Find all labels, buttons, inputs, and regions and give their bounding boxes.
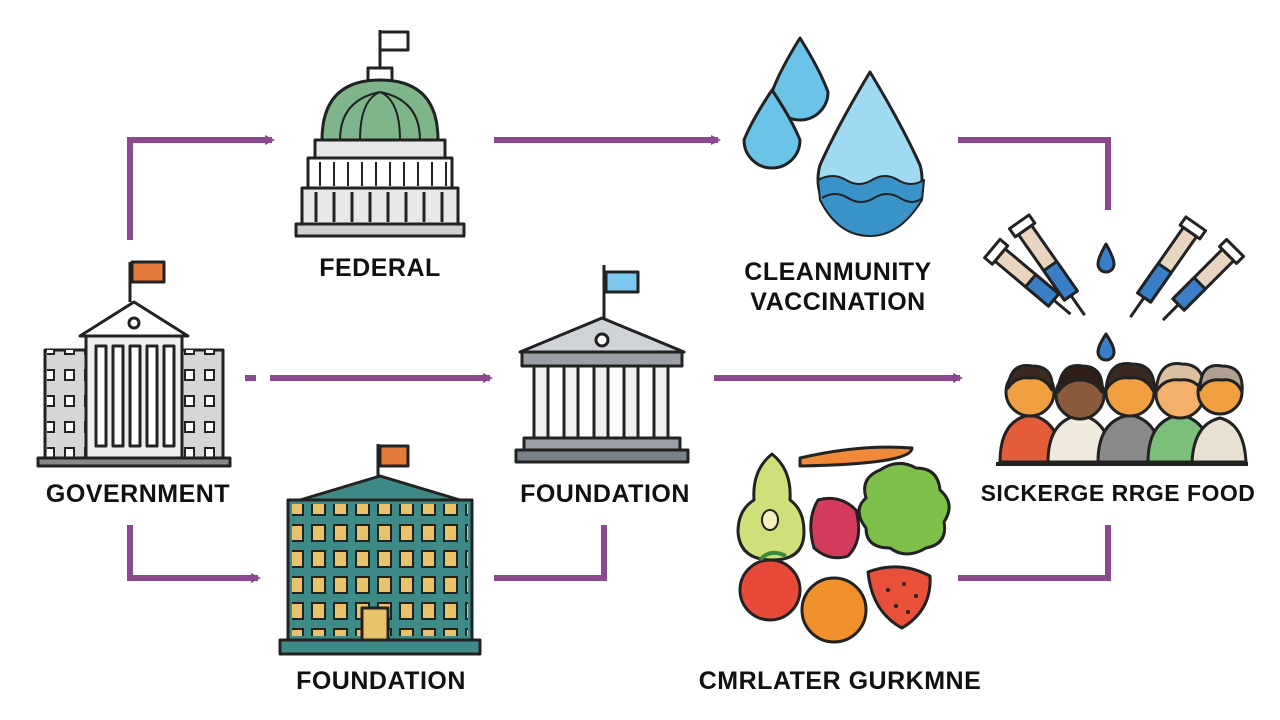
label-foundation-bottom: FOUNDATION: [296, 667, 466, 695]
connector-vaccination-to-syringes: [958, 137, 1111, 210]
connector-produce-to-community: [958, 525, 1111, 581]
label-vaccination-line2: VACCINATION: [750, 288, 926, 316]
produce-icon: [736, 445, 951, 644]
water-drops-icon: [742, 36, 925, 237]
capitol-dome-icon: [294, 30, 466, 238]
connectors: [127, 135, 1111, 583]
arrow-government-to-federal: [127, 135, 275, 240]
label-foundation-center: FOUNDATION: [520, 480, 690, 508]
label-community-food: SICKERGE RRGE FOOD: [980, 480, 1256, 506]
label-government: GOVERNMENT: [45, 480, 231, 508]
label-federal: FEDERAL: [319, 254, 441, 282]
community-people-icon: [996, 362, 1248, 466]
foundation-temple-icon: [514, 265, 690, 464]
foundation-office-building-icon: [278, 444, 482, 656]
vaccine-syringes-icon: [983, 213, 1246, 362]
label-vaccination-line1: CLEANMUNITY: [744, 258, 932, 286]
government-building-icon: [36, 260, 232, 468]
arrow-government-to-foundation-bottom: [127, 525, 261, 583]
connector-foundation-bottom-to-foundation: [494, 525, 607, 581]
label-produce: CMRLATER GURKMNE: [698, 667, 982, 695]
